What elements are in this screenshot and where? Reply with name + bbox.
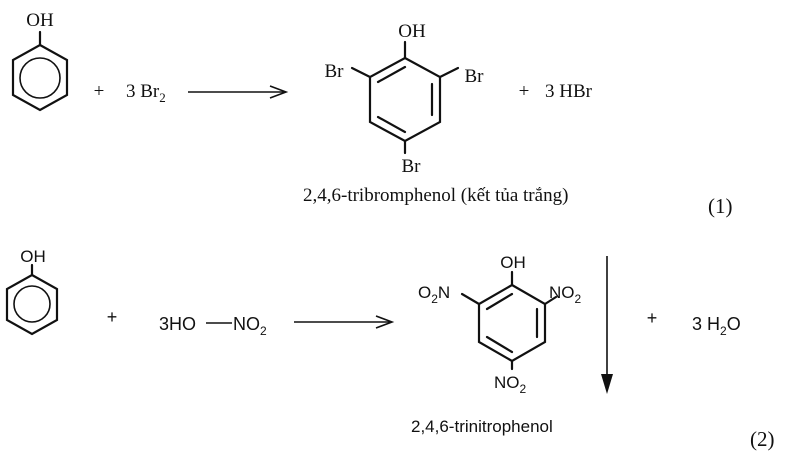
water-coeff: 3 bbox=[692, 314, 702, 334]
reaction-1-number: (1) bbox=[708, 194, 733, 218]
trinitrophenol-no2-right-bond bbox=[543, 295, 558, 306]
precipitate-arrow bbox=[601, 256, 613, 394]
right-no: NO bbox=[549, 283, 575, 302]
trinitrophenol-double-3 bbox=[485, 292, 514, 311]
left-n: N bbox=[438, 283, 450, 302]
trinitrophenol-no2-left: O2N bbox=[418, 283, 450, 306]
bottom-no: NO bbox=[494, 373, 520, 392]
arrow-2-head bbox=[375, 315, 395, 329]
water-h: H bbox=[707, 314, 720, 334]
reaction-2-number: (2) bbox=[750, 427, 775, 451]
water-o: O bbox=[727, 314, 741, 334]
plus-2b: + bbox=[647, 308, 658, 328]
phenol-1: OH bbox=[11, 10, 69, 112]
phenol-2-oh-label: OH bbox=[20, 247, 46, 266]
nitric-acid-no: NO bbox=[233, 314, 260, 334]
water-sub: 2 bbox=[720, 324, 727, 338]
phenol-2: OH bbox=[5, 247, 59, 336]
nitric-acid-right: NO2 bbox=[233, 314, 267, 338]
reagent-br: Br bbox=[140, 81, 160, 102]
reagent-coefficient: 3 Br2 bbox=[126, 81, 166, 105]
phenol-2-ring bbox=[5, 273, 59, 336]
trinitrophenol-double-2 bbox=[485, 335, 514, 354]
trinitrophenol-ring bbox=[477, 283, 547, 363]
arrow-1-head bbox=[269, 85, 289, 99]
nitric-acid-left: 3HO bbox=[159, 314, 196, 334]
bottom-sub: 2 bbox=[520, 382, 527, 396]
tribromophenol-double-3 bbox=[376, 65, 407, 84]
plus-1b: + bbox=[519, 81, 530, 102]
trinitrophenol-no2-right: NO2 bbox=[549, 283, 582, 306]
tribromophenol-br-left-bond bbox=[350, 66, 372, 79]
reagent-coeff: 3 bbox=[126, 81, 136, 102]
arrow-2 bbox=[294, 315, 395, 329]
phenol-1-aromatic-circle bbox=[19, 57, 61, 99]
tribromophenol-br-left: Br bbox=[325, 61, 345, 82]
tribromophenol-name: 2,4,6-tribromphenol (kết tủa trắng) bbox=[303, 185, 568, 206]
precipitate-arrow-head bbox=[601, 374, 613, 394]
tribromophenol: OH Br Br Br bbox=[325, 21, 485, 177]
byproduct-hbr: 3 HBr bbox=[545, 81, 593, 102]
water-product: 3 H2O bbox=[692, 314, 741, 338]
trinitrophenol-oh-label: OH bbox=[500, 253, 526, 272]
trinitrophenol-name: 2,4,6-trinitrophenol bbox=[411, 417, 553, 436]
tribromophenol-br-bottom: Br bbox=[402, 156, 422, 177]
phenol-1-oh-label: OH bbox=[26, 10, 54, 31]
arrow-1 bbox=[188, 85, 289, 99]
plus-1a: + bbox=[94, 81, 105, 102]
tribromophenol-br-right: Br bbox=[465, 66, 485, 87]
left-sub: 2 bbox=[431, 292, 438, 306]
phenol-1-ring bbox=[11, 43, 69, 112]
trinitrophenol-no2-bottom: NO2 bbox=[494, 373, 527, 396]
tribromophenol-ring bbox=[368, 56, 442, 143]
tribromophenol-br-right-bond bbox=[438, 66, 460, 79]
tribromophenol-double-2 bbox=[376, 115, 407, 134]
nitric-acid-sub: 2 bbox=[260, 324, 267, 338]
reagent-br-sub: 2 bbox=[159, 90, 166, 105]
tribromophenol-oh-label: OH bbox=[398, 21, 426, 42]
left-o: O bbox=[418, 283, 431, 302]
trinitrophenol: OH O2N NO2 NO2 bbox=[418, 253, 582, 396]
trinitrophenol-no2-left-bond bbox=[460, 292, 481, 306]
phenol-2-aromatic-circle bbox=[13, 285, 51, 323]
reaction-1: OH + 3 Br2 OH Br Br Br + 3 HBr 2,4,6-tri… bbox=[11, 10, 733, 218]
plus-2a: + bbox=[107, 307, 118, 327]
reaction-2: OH + 3HO NO2 OH O2N NO2 NO2 bbox=[5, 247, 775, 451]
right-sub: 2 bbox=[575, 292, 582, 306]
nitric-acid: 3HO NO2 bbox=[159, 314, 267, 338]
